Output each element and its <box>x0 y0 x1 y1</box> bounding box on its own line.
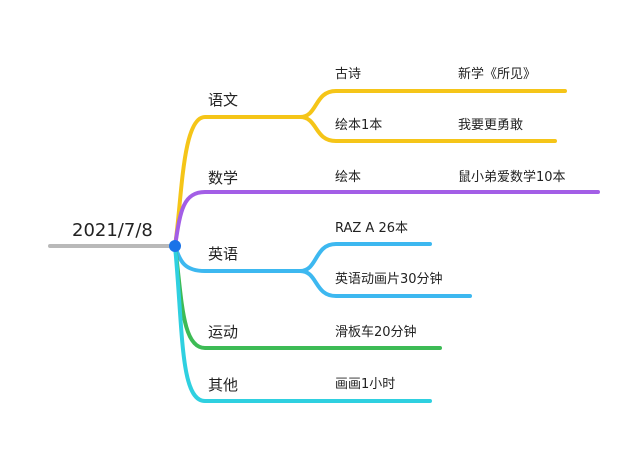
branch-label-sport[interactable]: 运动 <box>208 323 239 341</box>
leaf-label-poem[interactable]: 古诗 <box>335 67 362 82</box>
leaf-label-scooter[interactable]: 滑板车20分钟 <box>335 325 417 340</box>
branch-line-other <box>173 244 432 403</box>
leaf-label-picture-book[interactable]: 绘本1本 <box>335 118 383 133</box>
leaf-label-raz[interactable]: RAZ A 26本 <box>335 221 409 236</box>
branch-line-math <box>173 190 600 248</box>
branch-label-chinese[interactable]: 语文 <box>208 91 239 109</box>
leaf-detail-poem[interactable]: 新学《所见》 <box>458 67 537 82</box>
subline-chinese-book <box>298 115 557 143</box>
branch-label-other[interactable]: 其他 <box>208 376 239 394</box>
leaf-detail-picture-book[interactable]: 我要更勇敢 <box>458 118 524 133</box>
leaf-detail-math-book[interactable]: 鼠小弟爱数学10本 <box>458 170 566 185</box>
leaf-label-english-cartoon[interactable]: 英语动画片30分钟 <box>335 272 443 287</box>
branch-label-math[interactable]: 数学 <box>208 169 239 187</box>
leaf-label-drawing[interactable]: 画画1小时 <box>335 377 396 392</box>
leaf-label-math-book[interactable]: 绘本 <box>335 170 362 185</box>
subline-chinese-poem <box>298 89 567 119</box>
subline-english-cartoon <box>298 269 472 298</box>
root-node-dot[interactable] <box>169 240 181 252</box>
branch-label-english[interactable]: 英语 <box>208 245 239 263</box>
root-label[interactable]: 2021/7/8 <box>72 220 153 241</box>
subline-english-raz <box>298 242 432 273</box>
